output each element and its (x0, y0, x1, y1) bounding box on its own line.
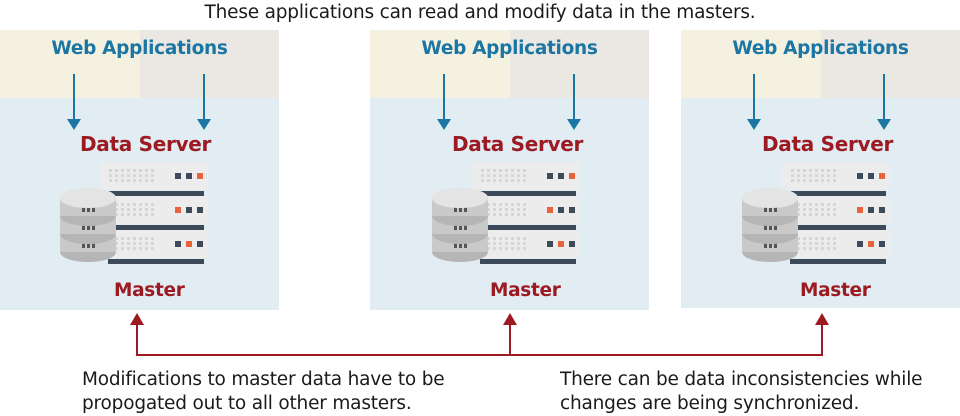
data-center-panel: Web Applications Data Server Master (0, 30, 279, 310)
top-caption: These applications can read and modify d… (204, 2, 756, 23)
data-server-label: Data Server (452, 132, 584, 156)
request-arrow-icon (747, 74, 761, 130)
master-label: Master (800, 280, 871, 301)
data-center-panel: Web Applications Data Server Master (681, 30, 960, 308)
server-rack-icon (58, 162, 218, 296)
server-rack-icon (430, 162, 590, 296)
data-center-panel: Web Applications Data Server Master (370, 30, 649, 310)
data-server-label: Data Server (80, 132, 212, 156)
request-arrow-icon (67, 74, 81, 130)
web-tier-band-right (821, 30, 960, 98)
inconsistency-note: There can be data inconsistencies while … (560, 368, 923, 416)
request-arrow-icon (567, 74, 581, 130)
data-server-label: Data Server (762, 132, 894, 156)
propagation-note: Modifications to master data have to be … (82, 368, 445, 416)
request-arrow-icon (437, 74, 451, 130)
web-tier-band-right (140, 30, 279, 98)
request-arrow-icon (877, 74, 891, 130)
master-label: Master (490, 280, 561, 301)
web-applications-label: Web Applications (732, 38, 909, 59)
sync-arrow-middle-icon (503, 313, 517, 325)
web-tier-band-left (681, 30, 821, 98)
web-tier-band-left (370, 30, 510, 98)
propagation-note-line-2: propogated out to all other masters. (82, 393, 412, 414)
inconsistency-note-line-2: changes are being synchronized. (560, 393, 860, 414)
web-applications-label: Web Applications (51, 38, 228, 59)
sync-arrow-left-icon (130, 313, 144, 325)
master-label: Master (114, 280, 185, 301)
web-tier-band-left (0, 30, 140, 98)
inconsistency-note-line-1: There can be data inconsistencies while (560, 369, 923, 390)
server-rack-icon (740, 162, 900, 296)
propagation-note-line-1: Modifications to master data have to be (82, 369, 445, 390)
web-applications-label: Web Applications (421, 38, 598, 59)
sync-line (136, 323, 823, 356)
sync-arrow-right-icon (815, 313, 829, 325)
request-arrow-icon (197, 74, 211, 130)
web-tier-band-right (510, 30, 649, 98)
